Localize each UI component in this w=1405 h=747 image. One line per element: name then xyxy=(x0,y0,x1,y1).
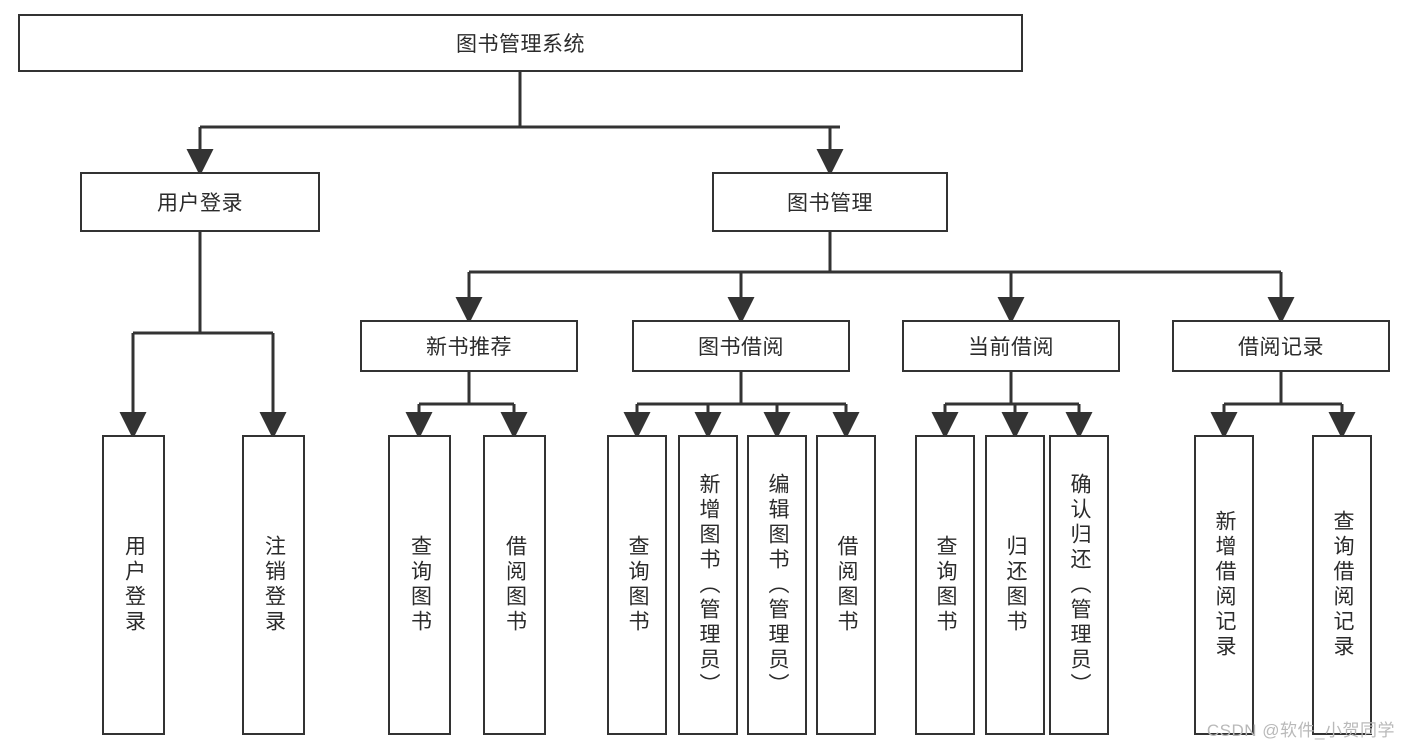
leaf-add-borrow-record-label: 新增借阅记录 xyxy=(1213,510,1237,660)
node-new-book-recommend[interactable]: 新书推荐 xyxy=(360,320,578,372)
node-current-borrow[interactable]: 当前借阅 xyxy=(902,320,1120,372)
leaf-borrow-book[interactable]: 借阅图书 xyxy=(816,435,876,735)
leaf-confirm-return-admin-label: 确认归还（管理员） xyxy=(1068,472,1092,698)
leaf-add-book-admin-label: 新增图书（管理员） xyxy=(697,472,721,698)
leaf-query-borrow-record[interactable]: 查询借阅记录 xyxy=(1312,435,1372,735)
node-borrow-record[interactable]: 借阅记录 xyxy=(1172,320,1390,372)
leaf-borrow-book-label: 借阅图书 xyxy=(835,535,859,635)
node-book-borrow[interactable]: 图书借阅 xyxy=(632,320,850,372)
leaf-query-book-current-label: 查询图书 xyxy=(934,535,958,635)
leaf-borrow-book-recommend[interactable]: 借阅图书 xyxy=(483,435,546,735)
leaf-query-book-borrow-label: 查询图书 xyxy=(626,535,650,635)
leaf-edit-book-admin[interactable]: 编辑图书（管理员） xyxy=(747,435,807,735)
leaf-query-book-current[interactable]: 查询图书 xyxy=(915,435,975,735)
watermark: CSDN @软件_小贺同学 xyxy=(1206,721,1395,740)
leaf-add-book-admin[interactable]: 新增图书（管理员） xyxy=(678,435,738,735)
leaf-return-book-label: 归还图书 xyxy=(1004,535,1028,635)
node-root-label: 图书管理系统 xyxy=(456,33,585,56)
leaf-add-borrow-record[interactable]: 新增借阅记录 xyxy=(1194,435,1254,735)
leaf-user-login-label: 用户登录 xyxy=(122,535,146,635)
node-book-management[interactable]: 图书管理 xyxy=(712,172,948,232)
node-book-management-label: 图书管理 xyxy=(787,192,873,215)
node-root[interactable]: 图书管理系统 xyxy=(18,14,1023,72)
leaf-confirm-return-admin[interactable]: 确认归还（管理员） xyxy=(1049,435,1109,735)
leaf-query-book-recommend-label: 查询图书 xyxy=(408,535,432,635)
leaf-query-book-recommend[interactable]: 查询图书 xyxy=(388,435,451,735)
leaf-logout-label: 注销登录 xyxy=(262,535,286,635)
leaf-edit-book-admin-label: 编辑图书（管理员） xyxy=(766,472,790,698)
leaf-query-borrow-record-label: 查询借阅记录 xyxy=(1331,510,1355,660)
node-current-borrow-label: 当前借阅 xyxy=(968,336,1054,359)
node-user-login[interactable]: 用户登录 xyxy=(80,172,320,232)
leaf-user-login[interactable]: 用户登录 xyxy=(102,435,165,735)
node-new-book-recommend-label: 新书推荐 xyxy=(426,336,512,359)
node-user-login-label: 用户登录 xyxy=(157,192,243,215)
leaf-query-book-borrow[interactable]: 查询图书 xyxy=(607,435,667,735)
leaf-borrow-book-recommend-label: 借阅图书 xyxy=(503,535,527,635)
leaf-logout[interactable]: 注销登录 xyxy=(242,435,305,735)
node-borrow-record-label: 借阅记录 xyxy=(1238,336,1324,359)
node-book-borrow-label: 图书借阅 xyxy=(698,336,784,359)
leaf-return-book[interactable]: 归还图书 xyxy=(985,435,1045,735)
